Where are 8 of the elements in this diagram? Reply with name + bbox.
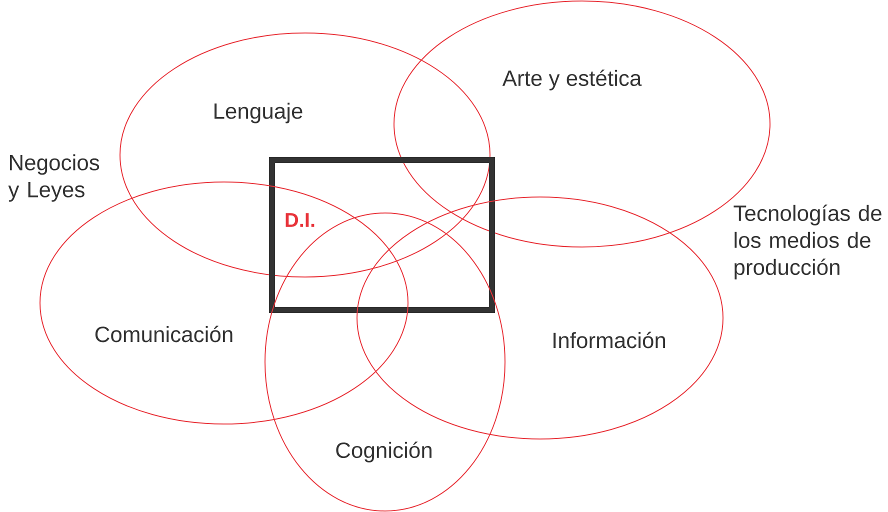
area-label: Arte y estética bbox=[502, 70, 642, 90]
area-label: Comunicación bbox=[95, 326, 232, 342]
area-label: Lenguaje bbox=[214, 102, 302, 124]
side-label: Tecnologías de los medios de producción bbox=[734, 204, 882, 280]
side-label: Negocios y Leyes bbox=[8, 154, 100, 202]
area-label: Información bbox=[554, 332, 666, 348]
area-label: Cognición bbox=[336, 442, 432, 462]
diagram-label: D.I. bbox=[286, 213, 314, 227]
